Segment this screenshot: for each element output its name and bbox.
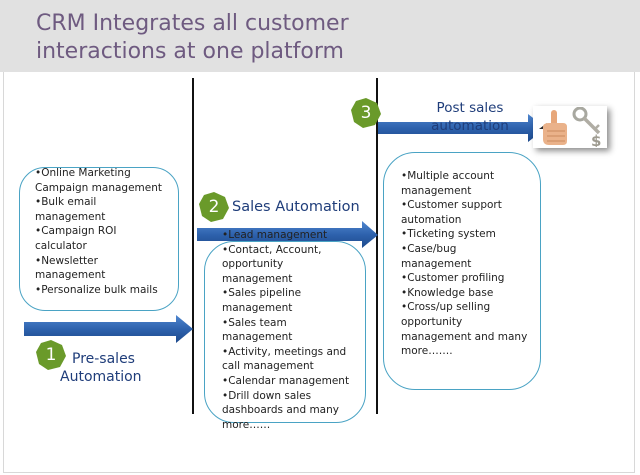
- icons-box: $: [533, 106, 607, 148]
- list-item: more……: [222, 418, 271, 431]
- divider-2: [376, 78, 378, 414]
- svg-text:$: $: [591, 132, 601, 147]
- title-line-1: CRM Integrates all customer: [36, 11, 349, 36]
- list-item: •Contact, Account,: [222, 243, 322, 256]
- list-item: •Case/bug: [401, 242, 457, 255]
- slide-title: CRM Integrates all customer interactions…: [36, 10, 349, 66]
- list-item: automation: [401, 213, 462, 226]
- badge-3: [351, 98, 381, 128]
- presales-label: Pre-sales Automation: [60, 350, 142, 386]
- sales-list: •Lead management •Contact, Account, oppo…: [222, 228, 382, 432]
- badge-3-number: 3: [360, 103, 372, 123]
- badge-2-number: 2: [208, 197, 220, 217]
- presales-box: [19, 167, 179, 311]
- list-item: •Ticketing system: [401, 228, 496, 241]
- list-item: •Personalize bulk mails: [35, 283, 158, 296]
- badge-2-number-wrap: 2: [199, 192, 229, 222]
- divider-1: [192, 78, 194, 414]
- list-item: •Drill down sales: [222, 389, 312, 402]
- postsales-box: [383, 152, 541, 390]
- title-line-2: interactions at one platform: [36, 39, 344, 64]
- badge-2: [199, 192, 229, 222]
- postsales-label-line-1: Post sales: [436, 100, 504, 116]
- list-item: management: [35, 210, 106, 223]
- list-item: management: [222, 272, 293, 285]
- list-item: dashboards and many: [222, 404, 339, 417]
- list-item: management: [401, 257, 472, 270]
- list-item: •Lead management: [222, 229, 328, 241]
- list-item: opportunity: [401, 315, 463, 328]
- list-item: •Bulk email: [35, 196, 97, 209]
- list-item: •Activity, meetings and: [222, 345, 347, 358]
- postsales-label: Post sales automation: [420, 99, 520, 135]
- sales-label: Sales Automation: [232, 199, 360, 215]
- badge-3-number-wrap: 3: [351, 98, 381, 128]
- list-item: •Calendar management: [222, 374, 350, 387]
- presales-label-line-2: Automation: [60, 369, 142, 385]
- list-item: •Multiple account: [401, 170, 495, 182]
- list-item: •Sales pipeline: [222, 287, 302, 300]
- list-item: •Cross/up selling: [401, 301, 491, 314]
- list-item: call management: [222, 360, 314, 373]
- list-item: •Customer profiling: [401, 272, 505, 285]
- badge-1-number: 1: [45, 345, 57, 365]
- presales-list: •Online Marketing Campaign management •B…: [35, 166, 185, 297]
- postsales-list: •Multiple account management •Customer s…: [401, 169, 546, 359]
- badge-1-number-wrap: 1: [36, 340, 66, 370]
- postsales-label-line-2: automation: [431, 118, 509, 134]
- list-item: •Newsletter: [35, 254, 98, 267]
- list-item: management and many: [401, 330, 528, 343]
- list-item: management: [222, 331, 293, 344]
- list-item: more…….: [401, 345, 453, 358]
- sales-box: [204, 241, 366, 423]
- list-item: Campaign management: [35, 181, 163, 194]
- list-item: •Customer support: [401, 199, 502, 212]
- presales-label-line-1: Pre-sales: [72, 351, 135, 367]
- thumbs-up-icon: [539, 110, 567, 145]
- presales-arrow: [24, 315, 193, 343]
- list-item: •Campaign ROI: [35, 225, 117, 238]
- list-item: management: [222, 301, 293, 314]
- list-item: management: [35, 269, 106, 282]
- list-item: calculator: [35, 239, 87, 252]
- dollar-key-icon: $: [572, 107, 601, 147]
- postsales-arrow: [378, 114, 546, 142]
- sales-arrow: [197, 221, 378, 248]
- list-item: •Knowledge base: [401, 286, 494, 299]
- title-bar: CRM Integrates all customer interactions…: [0, 0, 640, 72]
- list-item: •Sales team: [222, 316, 287, 329]
- badge-1: [36, 340, 66, 370]
- list-item: opportunity: [222, 258, 284, 271]
- list-item: management: [401, 184, 472, 197]
- list-item: •Online Marketing: [35, 167, 131, 179]
